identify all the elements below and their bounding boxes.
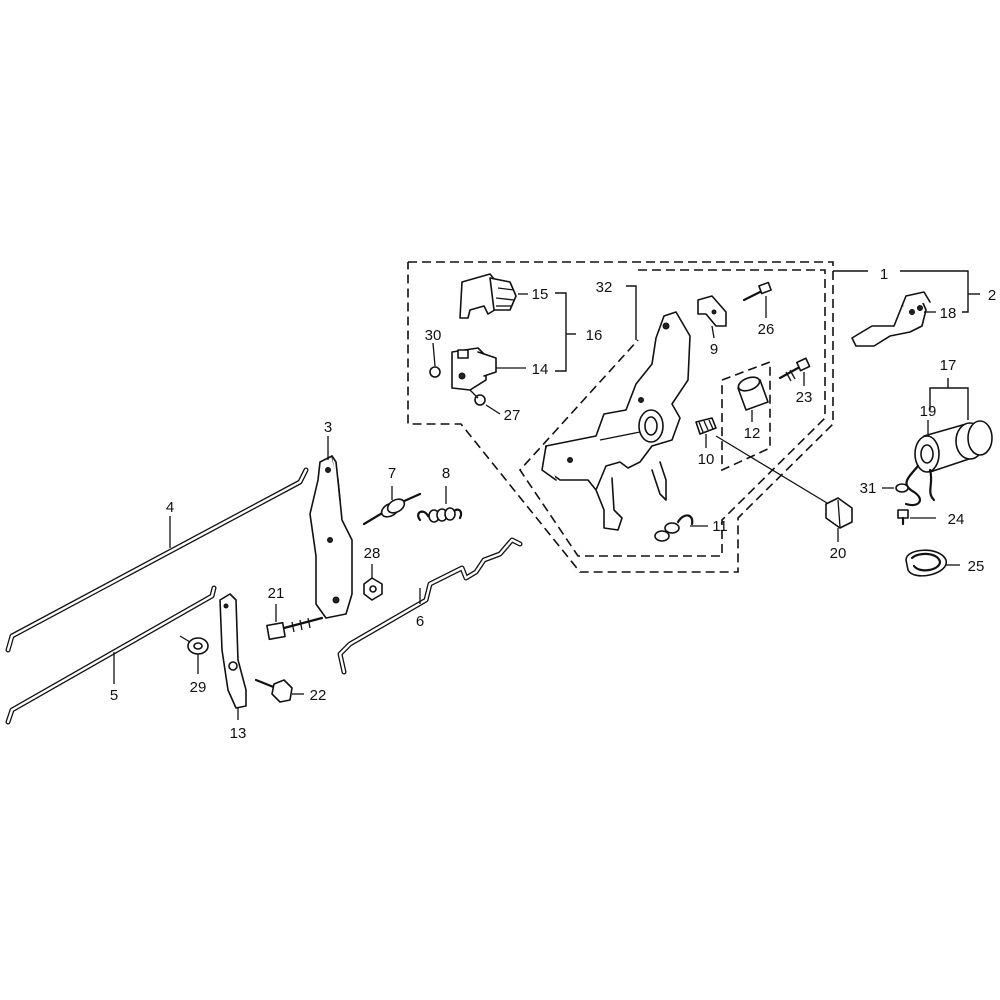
part-10-spring [695,417,717,448]
callout-1: 1 [880,266,888,283]
part-19-knob-assembly [904,420,993,507]
part-24-screw [897,509,936,526]
callout-20: 20 [830,545,847,562]
part-22-bolt [254,678,304,703]
part-12-collar [737,376,769,422]
part-21-bolt [266,604,324,641]
callout-18: 18 [940,305,957,322]
callout-31: 31 [860,480,877,497]
callout-28: 28 [364,545,381,562]
callout-9: 9 [710,341,718,358]
callout-24: 24 [948,511,965,528]
part-25-clamp [905,549,960,577]
bracket-17 [929,378,969,420]
part-8-spring [417,486,463,523]
callout-23: 23 [796,389,813,406]
part-20-bolt [715,435,853,542]
bracket-32 [626,285,637,340]
part-31-washer [882,483,909,493]
part-3-lever [309,436,353,619]
callout-19: 19 [920,403,937,420]
part-28-nut [363,564,383,601]
callout-17: 17 [940,357,957,374]
part-11-spring [654,514,708,542]
part-26-screw [742,281,772,318]
part-6-rod [337,537,523,675]
callout-29: 29 [190,679,207,696]
callout-11: 11 [712,518,728,535]
callout-2: 2 [988,287,996,304]
part-7-spring [362,486,422,526]
bracket-16 [555,292,576,372]
part-15-cap [459,273,528,319]
callout-8: 8 [442,465,450,482]
assembly-outline-32 [518,269,826,557]
callout-13: 13 [230,725,247,742]
part-32-control-base [541,311,691,531]
callout-3: 3 [324,419,332,436]
callout-22: 22 [310,687,327,704]
callout-21: 21 [268,585,285,602]
part-13-bracket [219,593,247,720]
part-27-screw [469,389,501,415]
part-30-washer [429,342,441,378]
callout-7: 7 [388,465,396,482]
part-14-switch [451,347,526,391]
callout-32: 32 [596,279,613,296]
assembly-outline-1 [407,261,834,573]
callout-26: 26 [758,321,775,338]
part-9-clip [697,295,727,339]
part-18-plate [851,291,936,347]
callout-10: 10 [698,451,715,468]
callout-25: 25 [968,558,985,575]
callout-labels: 1 2 3 4 5 6 7 8 9 10 11 12 13 14 15 16 1… [110,266,996,742]
callout-30: 30 [425,327,442,344]
part-5-rod [5,585,217,725]
part-4-rod [5,467,309,653]
part-23-screw [778,357,811,386]
callout-6: 6 [416,613,424,630]
bracket-1-2 [833,270,980,313]
callout-14: 14 [532,361,549,378]
subgroup-outline-12 [721,360,771,472]
callout-5: 5 [110,687,118,704]
callout-15: 15 [532,286,549,303]
part-29-washer [179,635,209,674]
callout-4: 4 [166,499,174,516]
callout-12: 12 [744,425,761,442]
callout-16: 16 [586,327,603,344]
callout-27: 27 [504,407,521,424]
